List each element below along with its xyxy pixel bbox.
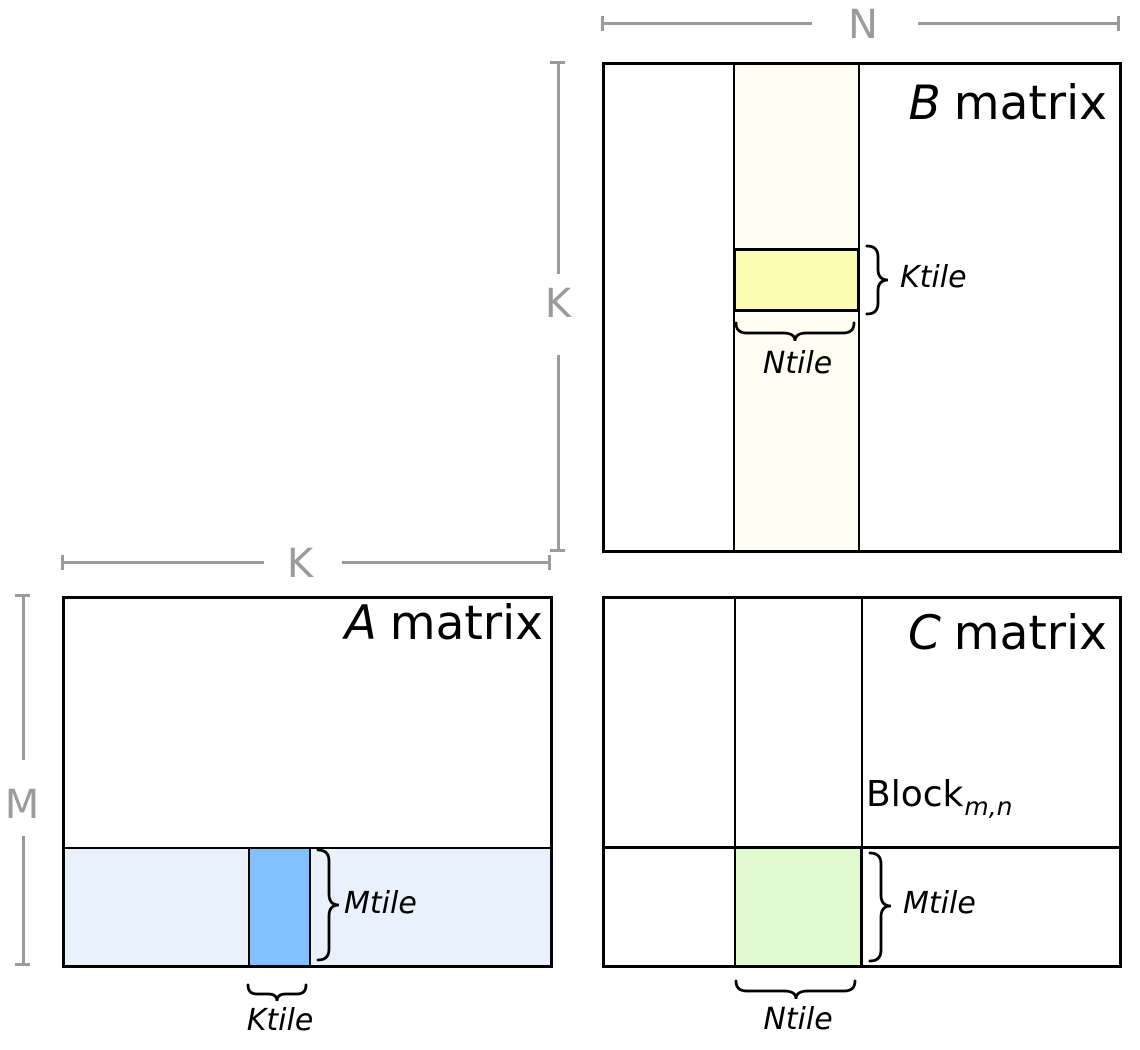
k-horizontal-right-tick [548, 555, 551, 570]
k-vertical-line-upper [557, 64, 560, 274]
c-mtile-label: Mtile [903, 886, 976, 921]
c-matrix-column-line-left [734, 599, 736, 965]
m-dimension-line-upper [22, 597, 25, 760]
b-ntile-brace-icon [734, 321, 856, 342]
a-ktile-brace-icon [246, 983, 308, 1002]
k-horizontal-line-right [342, 561, 549, 564]
k-horizontal-left-tick [61, 555, 64, 570]
m-dimension-bottom-tick [15, 963, 30, 966]
c-matrix-column-line-right [861, 599, 863, 965]
m-dimension-label: M [4, 782, 40, 828]
c-matrix-title-word: matrix [953, 606, 1107, 661]
c-matrix-block-tile [734, 847, 862, 965]
n-dimension-line-left [604, 22, 812, 25]
c-block-word: Block [866, 774, 964, 815]
c-block-label: Blockm,n [866, 774, 1013, 820]
b-matrix-title-word: matrix [953, 76, 1107, 131]
k-vertical-bottom-tick [550, 549, 565, 552]
c-ntile-label: Ntile [763, 1002, 833, 1037]
b-matrix-title-letter: B [908, 76, 941, 131]
k-vertical-label: K [544, 281, 572, 327]
c-block-subscript: m,n [964, 792, 1013, 821]
k-vertical-top-tick [550, 61, 565, 64]
a-matrix-title-letter: A [344, 596, 377, 651]
b-ktile-brace-icon [865, 244, 889, 316]
n-dimension-right-tick [1117, 16, 1120, 31]
a-mtile-brace-icon [316, 848, 340, 962]
a-mtile-label: Mtile [344, 886, 417, 921]
c-mtile-brace-icon [868, 851, 892, 963]
a-matrix-mtile-ktile-tile [248, 847, 311, 965]
c-matrix-row-line [605, 846, 1119, 849]
b-ntile-label: Ntile [762, 346, 833, 381]
k-horizontal-label: K [286, 541, 314, 587]
m-dimension-line-lower [22, 836, 25, 964]
k-horizontal-line-left [64, 561, 264, 564]
a-ktile-label: Ktile [246, 1003, 314, 1038]
a-matrix-title-word: matrix [389, 596, 543, 651]
b-matrix-ktile-ntile-tile [733, 248, 860, 312]
c-matrix-title-letter: C [907, 606, 941, 661]
n-dimension-line-right [918, 22, 1118, 25]
b-matrix-box [602, 62, 1122, 553]
n-dimension-left-tick [601, 16, 604, 31]
k-vertical-line-lower [557, 355, 560, 550]
n-dimension-label: N [848, 2, 878, 48]
m-dimension-top-tick [15, 594, 30, 597]
b-ktile-label: Ktile [900, 260, 967, 295]
c-ntile-brace-icon [734, 979, 857, 1000]
